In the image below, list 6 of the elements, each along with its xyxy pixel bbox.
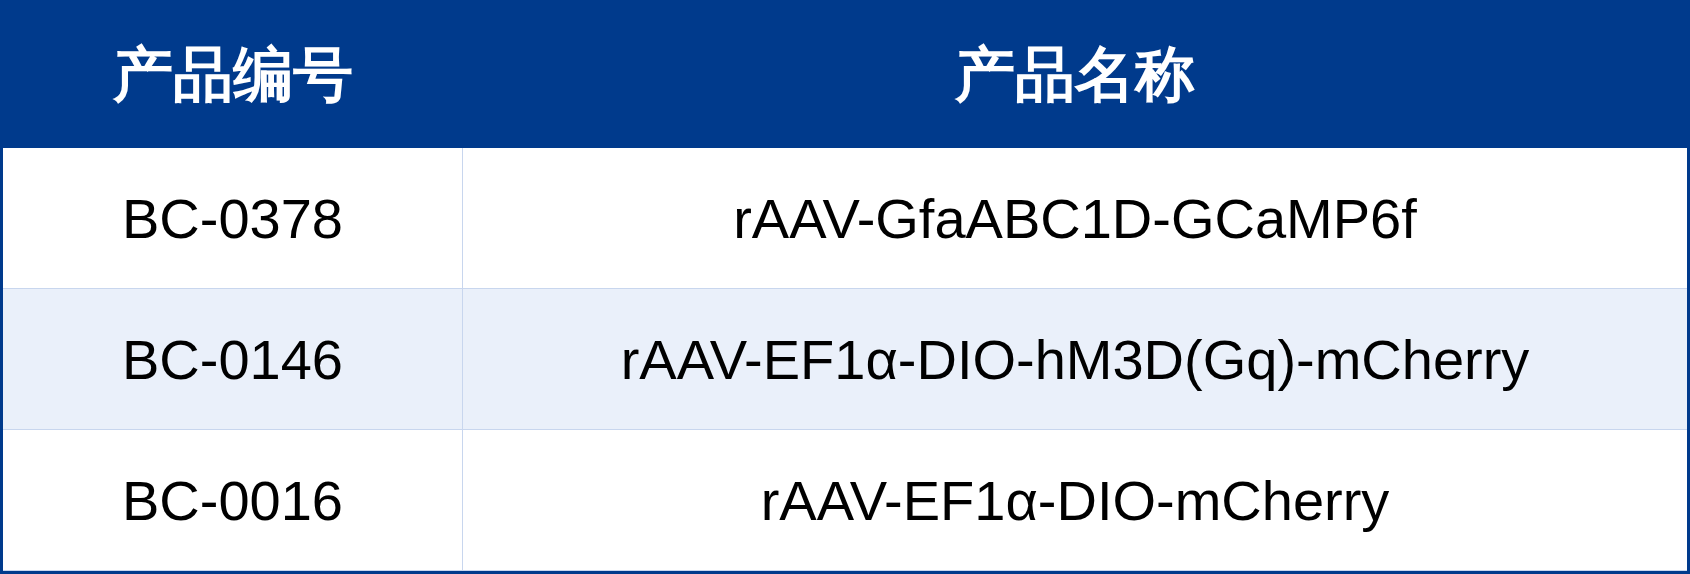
catalog-number: BC-0146 [3,289,463,430]
product-name: rAAV-EF1α-DIO-mCherry [463,430,1687,571]
catalog-number: BC-0016 [3,430,463,571]
product-name: rAAV-EF1α-DIO-hM3D(Gq)-mCherry [463,289,1687,430]
column-header: 产品编号 [3,3,463,148]
column-header: 产品名称 [463,3,1687,148]
